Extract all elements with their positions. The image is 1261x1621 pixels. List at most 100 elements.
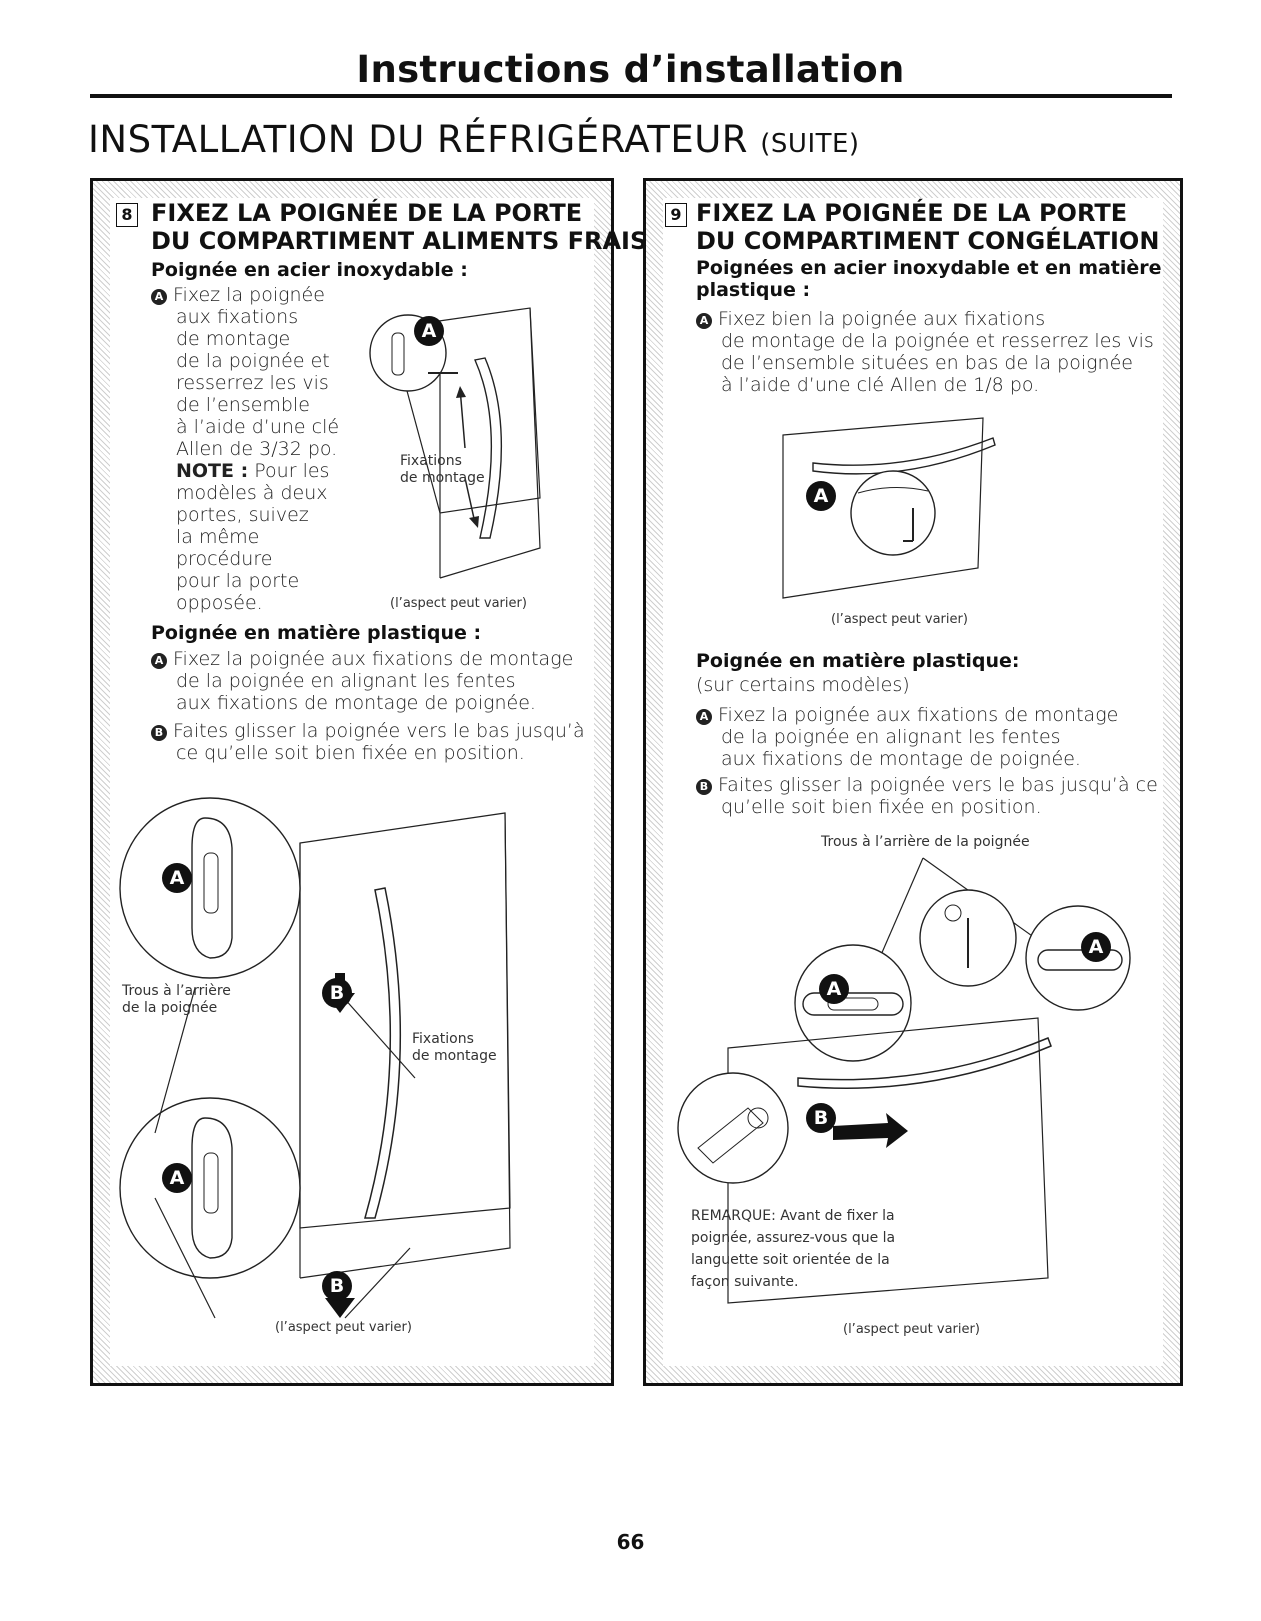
figure1-label-left-line1: Fixations	[400, 453, 462, 469]
plastic-b-line-1: B Faites glisser la poignée vers le bas j…	[151, 720, 585, 742]
callout-a-bottom-figure2-left: A	[162, 1163, 192, 1193]
steel-line-2: aux fixations	[176, 306, 299, 328]
plastic-a-line-1-text: Fixez la poignée aux fixations de montag…	[173, 648, 574, 670]
plastic-handle-figure-left	[119, 797, 511, 1319]
header-rule	[90, 94, 1172, 98]
figure1-caption-left: (l’aspect peut varier)	[390, 596, 527, 611]
note-line-7: opposée.	[176, 592, 263, 614]
steel-line-4: de la poignée et	[176, 350, 330, 372]
plastic-b-line-2: ce qu’elle soit bien fixée en position.	[176, 742, 525, 764]
steel-right-line-1: A Fixez bien la poignée aux fixations	[696, 308, 1154, 330]
plastic-b-line-1-text: Faites glisser la poignée vers le bas ju…	[173, 720, 585, 742]
plastic-right-a-line-3: aux fixations de montage de poignée.	[721, 748, 1081, 770]
plastic-handle-figure-right	[677, 857, 1131, 1304]
plastic-right-b-line-1: B Faites glisser la poignée vers le bas j…	[696, 774, 1158, 796]
plastic-right-a-line-1-text: Fixez la poignée aux fixations de montag…	[718, 704, 1119, 726]
bullet-a-icon: A	[151, 653, 167, 669]
steel-subtitle-right: Poignées en acier inoxydable et en matiè…	[696, 257, 1162, 301]
steel-right-line-2: de montage de la poignée et resserrez le…	[721, 330, 1154, 352]
callout-b-top-figure2-left: B	[322, 978, 352, 1008]
holes-label-right: Trous à l’arrière de la poignée	[821, 834, 1030, 850]
fixations-label-left-line1: Fixations	[412, 1031, 474, 1047]
plastic-subtitle-right: Poignée en matière plastique:	[696, 650, 1020, 672]
callout-a-middle-figure2-right: A	[819, 974, 849, 1004]
note-line-1: NOTE : Pour les	[151, 460, 339, 482]
plastic-right-a-line-2: de la poignée en alignant les fentes	[721, 726, 1061, 748]
steel-line-7: à l’aide d’une clé	[176, 416, 340, 438]
remark-line-4: façon suivante.	[691, 1274, 799, 1290]
page-number: 66	[616, 1530, 645, 1554]
note-line-3: portes, suivez	[176, 504, 309, 526]
steel-line-1-text: Fixez la poignée	[173, 284, 325, 306]
plastic-note-right: (sur certains modèles)	[696, 674, 910, 696]
steel-handle-figure	[369, 307, 541, 579]
steel-instructions-left: A Fixez la poignée aux fixations de monta…	[151, 284, 339, 614]
step-9-title-line1: FIXEZ LA POIGNÉE DE LA PORTE	[696, 199, 1128, 227]
step-8-title: FIXEZ LA POIGNÉE DE LA PORTE DU COMPARTI…	[151, 199, 647, 255]
steel-line-5: resserrez les vis	[176, 372, 329, 394]
callout-a-top-figure2-left: A	[162, 863, 192, 893]
fixations-label-left-line2: de montage	[412, 1048, 497, 1064]
plastic-right-b-line-2: qu’elle soit bien fixée en position.	[721, 796, 1042, 818]
callout-a-figure1-left: A	[414, 316, 444, 346]
plastic-a-line-1: A Fixez la poignée aux fixations de monta…	[151, 648, 585, 670]
panel-step-8-content: 8 FIXEZ LA POIGNÉE DE LA PORTE DU COMPAR…	[110, 198, 647, 1366]
callout-a-figure1-right: A	[806, 481, 836, 511]
steel-right-line-3: de l’ensemble situées en bas de la poign…	[721, 352, 1133, 374]
step-8-title-line2: DU COMPARTIMENT ALIMENTS FRAIS	[151, 227, 648, 255]
note-line-5: procédure	[176, 548, 273, 570]
step-number-9: 9	[665, 203, 687, 227]
steel-right-line-1-text: Fixez bien la poignée aux fixations	[718, 308, 1046, 330]
figure1-label-left-line2: de montage	[400, 470, 485, 486]
steel-subtitle-left: Poignée en acier inoxydable :	[151, 259, 468, 281]
bullet-a-icon: A	[151, 289, 167, 305]
steel-line-3: de montage	[176, 328, 291, 350]
figure1-label-left: Fixations de montage	[400, 453, 485, 487]
steel-instructions-right: A Fixez bien la poignée aux fixations de …	[696, 308, 1154, 396]
figure2-caption-left: (l’aspect peut varier)	[275, 1320, 412, 1335]
remark-line-1: REMARQUE: Avant de fixer la	[691, 1208, 895, 1224]
plastic-right-b-line-1-text: Faites glisser la poignée vers le bas ju…	[718, 774, 1158, 796]
note-line-6: pour la porte	[176, 570, 300, 592]
plastic-a-line-3: aux fixations de montage de poignée.	[176, 692, 536, 714]
steel-subtitle-right-line1: Poignées en acier inoxydable et en matiè…	[696, 257, 1162, 279]
bullet-b-icon: B	[696, 779, 712, 795]
step-8-title-line1: FIXEZ LA POIGNÉE DE LA PORTE	[151, 199, 583, 227]
step-9-title: FIXEZ LA POIGNÉE DE LA PORTE DU COMPARTI…	[696, 199, 1159, 255]
note-line-1-text: Pour les	[254, 460, 330, 482]
remark-line-3: languette soit orientée de la	[691, 1252, 890, 1268]
note-line-2: modèles à deux	[176, 482, 328, 504]
plastic-instructions-right: A Fixez la poignée aux fixations de monta…	[696, 704, 1158, 818]
note-line-4: la même	[176, 526, 260, 548]
bullet-a-icon: A	[696, 709, 712, 725]
steel-line-8: Allen de 3/32 po.	[176, 438, 338, 460]
panel-step-9: 9 FIXEZ LA POIGNÉE DE LA PORTE DU COMPAR…	[643, 178, 1183, 1386]
steel-subtitle-right-line2: plastique :	[696, 279, 811, 301]
note-label: NOTE :	[176, 460, 249, 482]
holes-label-left: Trous à l’arrière de la poignée	[122, 983, 231, 1017]
remark-line-2: poignée, assurez-vous que la	[691, 1230, 896, 1246]
steel-line-6: de l’ensemble	[176, 394, 310, 416]
callout-a-right-figure2-right: A	[1081, 932, 1111, 962]
freezer-handle-figure	[782, 417, 996, 599]
plastic-instructions-left: A Fixez la poignée aux fixations de monta…	[151, 648, 585, 764]
plastic-right-a-line-1: A Fixez la poignée aux fixations de monta…	[696, 704, 1158, 726]
section-title: INSTALLATION DU RÉFRIGÉRATEUR (SUITE)	[88, 118, 860, 161]
holes-label-left-line1: Trous à l’arrière	[122, 983, 231, 999]
callout-b-figure2-right: B	[806, 1103, 836, 1133]
section-title-suffix: (SUITE)	[760, 129, 860, 159]
callout-b-bottom-figure2-left: B	[322, 1271, 352, 1301]
steel-right-line-4: à l’aide d’une clé Allen de 1/8 po.	[721, 374, 1040, 396]
plastic-a-line-2: de la poignée en alignant les fentes	[176, 670, 516, 692]
figure2-caption-right: (l’aspect peut varier)	[843, 1322, 980, 1337]
figure1-caption-right: (l’aspect peut varier)	[831, 612, 968, 627]
step-9-title-line2: DU COMPARTIMENT CONGÉLATION	[696, 227, 1160, 255]
bullet-b-icon: B	[151, 725, 167, 741]
remark-right: REMARQUE: Avant de fixer la poignée, ass…	[691, 1205, 895, 1293]
holes-label-left-line2: de la poignée	[122, 1000, 218, 1016]
plastic-subtitle-left: Poignée en matière plastique :	[151, 622, 482, 644]
bullet-a-icon: A	[696, 313, 712, 329]
fixations-label-left: Fixations de montage	[412, 1031, 497, 1065]
step-number-8: 8	[116, 203, 138, 227]
header-title: Instructions d’installation	[356, 48, 905, 91]
